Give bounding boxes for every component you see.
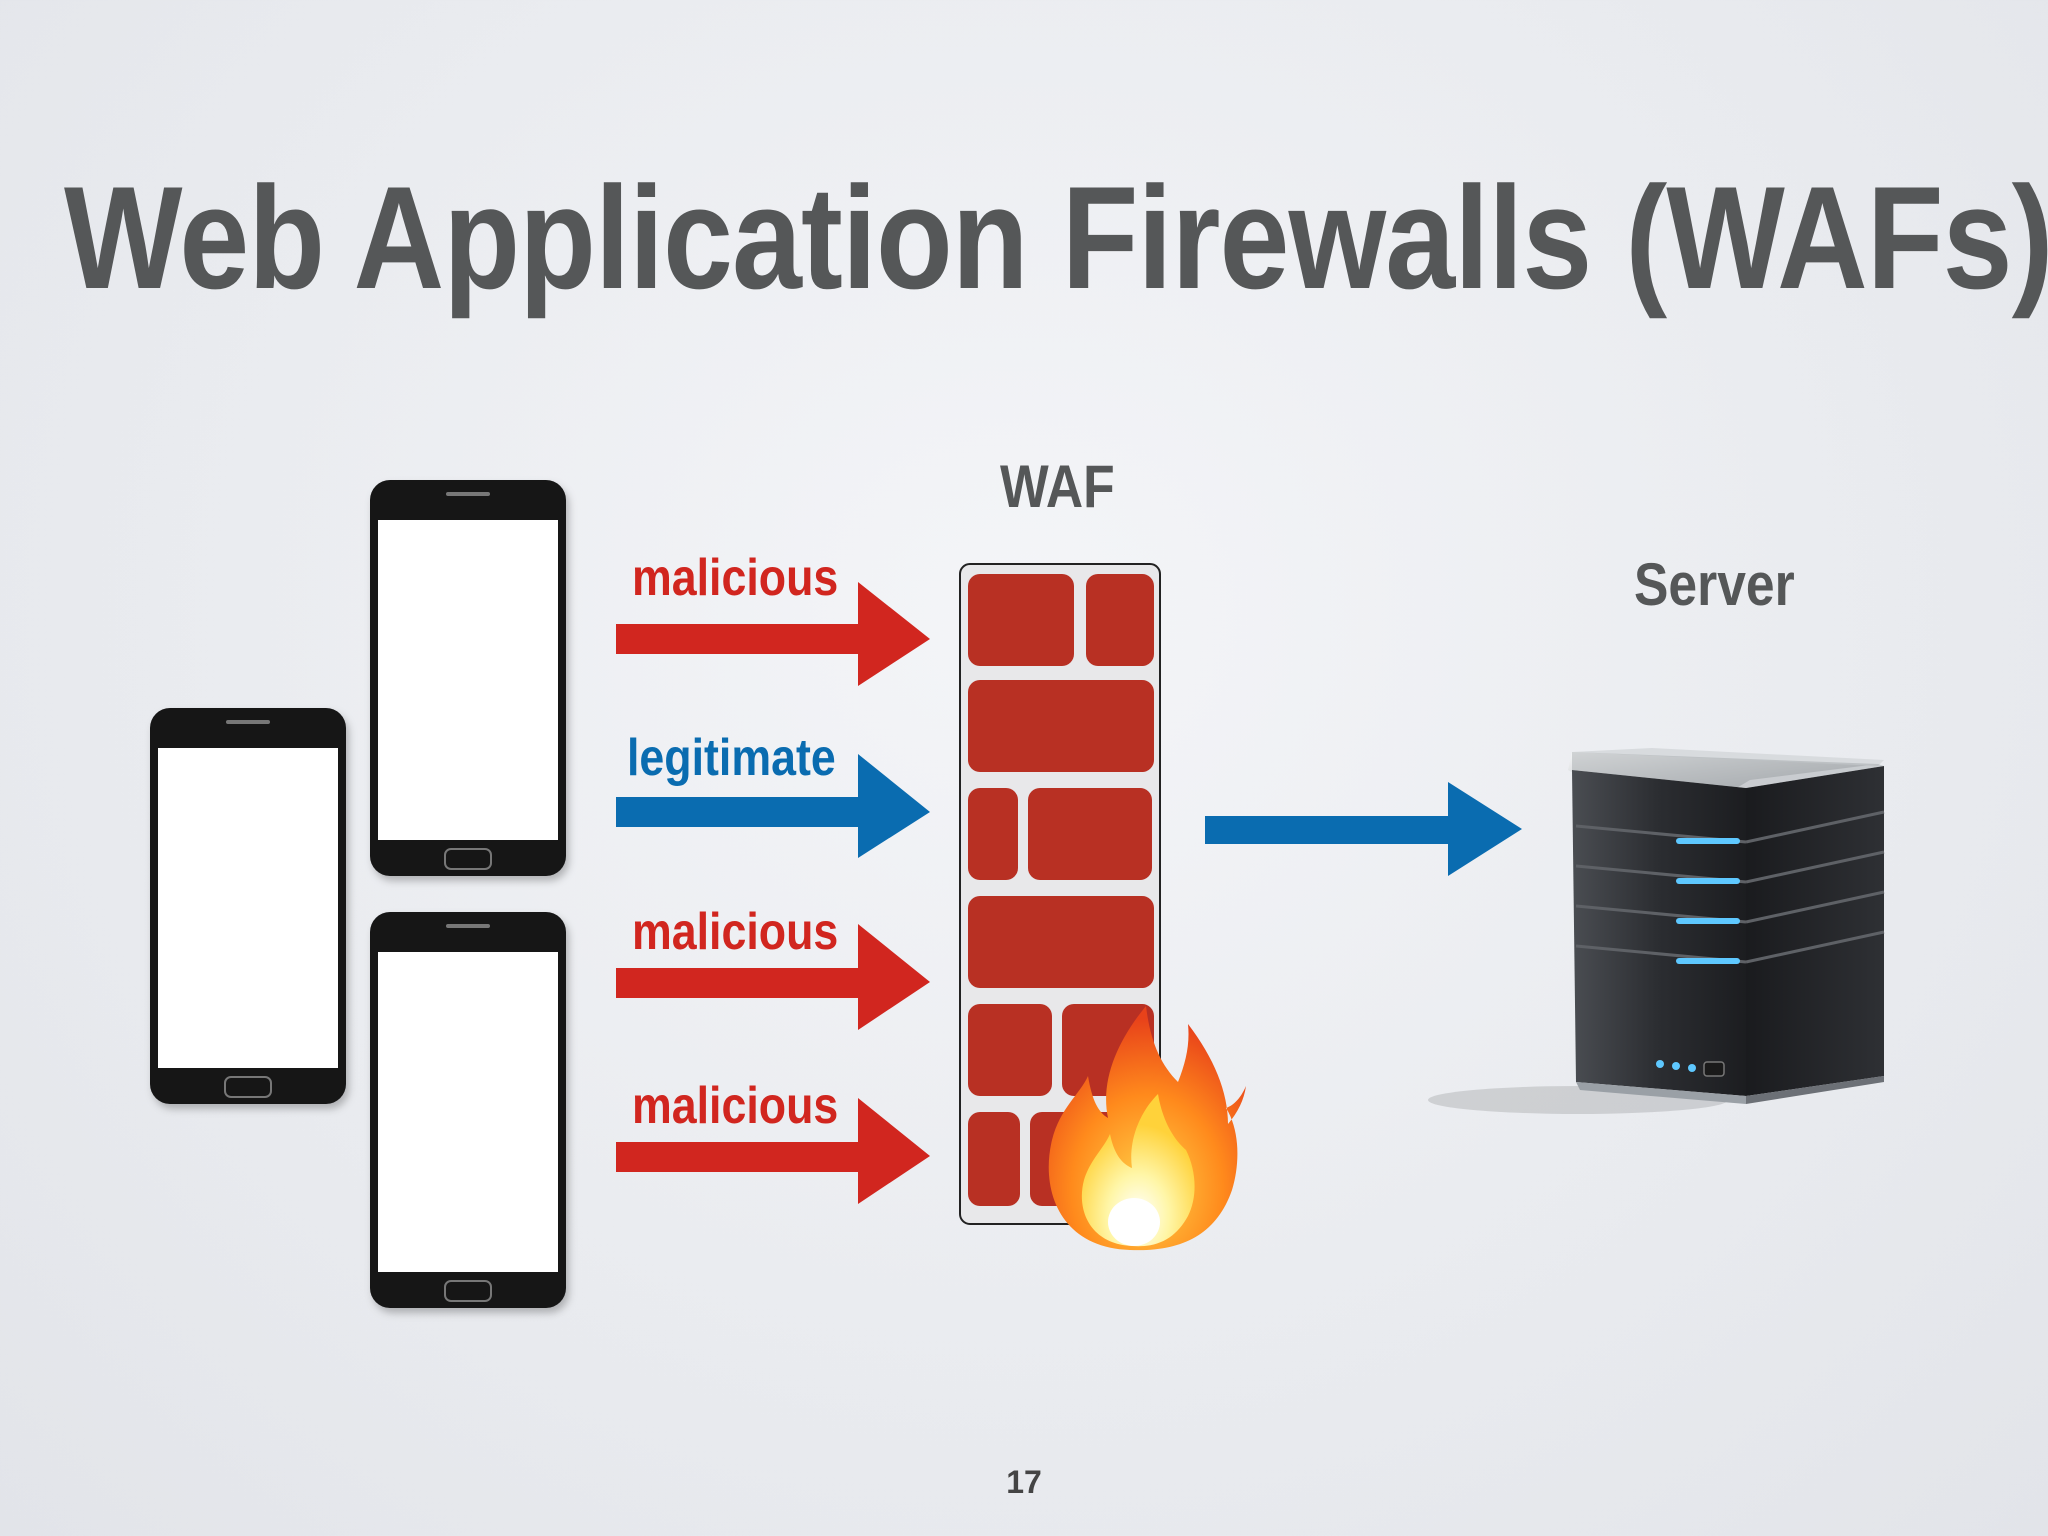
traffic-label-legitimate: legitimate bbox=[627, 729, 836, 787]
traffic-arrow-legitimate bbox=[616, 754, 930, 858]
fire-icon bbox=[1048, 1006, 1246, 1251]
traffic-label-malicious-2: malicious bbox=[632, 903, 839, 961]
client-phone-top bbox=[370, 480, 566, 876]
server-icon bbox=[1428, 748, 1885, 1114]
client-phone-left bbox=[150, 708, 346, 1104]
forwarded-arrow-legitimate bbox=[1205, 782, 1522, 876]
traffic-arrow-malicious-3 bbox=[616, 1098, 930, 1204]
traffic-label-malicious-3: malicious bbox=[632, 1077, 839, 1135]
traffic-label-malicious-1: malicious bbox=[632, 549, 839, 607]
server-label: Server bbox=[1634, 551, 1795, 618]
client-phone-bottom bbox=[370, 912, 566, 1308]
traffic-arrow-malicious-1 bbox=[616, 582, 930, 686]
slide-title: Web Application Firewalls (WAFs) bbox=[64, 156, 2048, 319]
traffic-arrow-malicious-2 bbox=[616, 924, 930, 1030]
page-number: 17 bbox=[1006, 1464, 1042, 1500]
waf-wall bbox=[959, 563, 1161, 1225]
waf-label: WAF bbox=[1000, 453, 1115, 520]
